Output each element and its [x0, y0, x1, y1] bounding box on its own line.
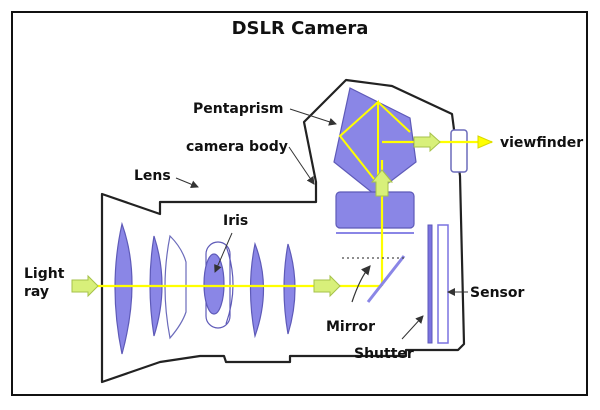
ray-arrow-viewfinder [413, 131, 441, 153]
sensor-block [427, 224, 433, 344]
label-viewfinder: viewfinder [500, 135, 583, 151]
shutter-block [437, 224, 449, 344]
lens-front-element [114, 221, 133, 355]
label-light-ray-line1: Light [24, 266, 65, 282]
ray-arrow-vertical [370, 169, 394, 197]
pentaprism-shape [333, 87, 417, 195]
diagram-title: DSLR Camera [231, 18, 369, 39]
lens-element-5 [283, 243, 296, 335]
label-iris: Iris [223, 213, 248, 229]
label-camera-body: camera body [186, 139, 288, 155]
label-shutter: Shutter [354, 346, 414, 362]
lens-element-4 [249, 241, 265, 339]
camera-body-outline [100, 78, 466, 384]
ray-arrow-middle [313, 274, 341, 298]
mirror-plate [366, 255, 406, 303]
viewfinder-window [450, 129, 468, 173]
prism-light-path-2 [377, 101, 411, 133]
label-light-ray-line2: ray [24, 284, 49, 300]
pentaprism-pointer [289, 108, 337, 126]
camera-body-pointer [288, 146, 315, 185]
label-sensor: Sensor [470, 285, 524, 301]
mirror-swing-arrow [351, 265, 371, 303]
prism-light-path [338, 99, 379, 187]
diagram-frame [11, 11, 588, 396]
iris-pointer [214, 232, 233, 273]
label-lens: Lens [134, 168, 171, 184]
shutter-pointer [401, 315, 424, 340]
focusing-screen [335, 191, 415, 229]
ray-arrow-left [71, 274, 99, 298]
viewfinder-yellow-arrowhead [477, 135, 494, 149]
label-mirror: Mirror [326, 319, 375, 335]
label-pentaprism: Pentaprism [193, 101, 284, 117]
lens-pointer [175, 177, 199, 189]
